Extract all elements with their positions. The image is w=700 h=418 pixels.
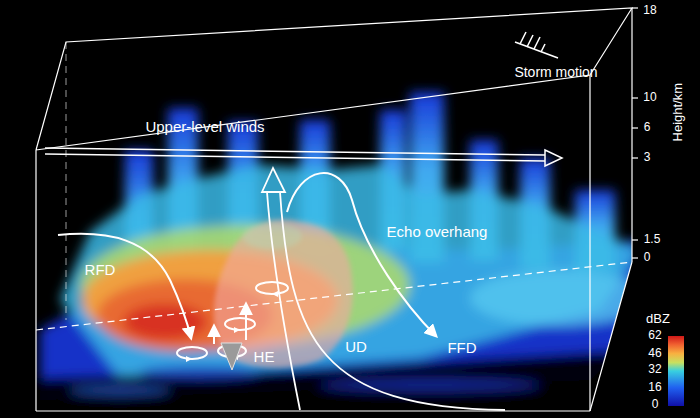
box-edge [589, 75, 590, 411]
barb-flag [527, 35, 533, 47]
echo-core [123, 304, 207, 340]
echo-low [320, 379, 540, 391]
axis-tick [632, 7, 638, 8]
barb-flag [520, 32, 526, 44]
box-edge [36, 410, 590, 411]
arrow-head [545, 150, 562, 166]
barb-flag [541, 44, 545, 52]
updraft-line [267, 192, 300, 410]
axis-tick [632, 97, 638, 98]
feature-label: HE [254, 349, 275, 366]
axis-value: 6 [644, 121, 651, 134]
box-hidden-edge [36, 262, 632, 330]
ground-shadow [40, 350, 640, 418]
rotation-head [272, 291, 278, 297]
rotation-ring [225, 318, 255, 330]
axis-title: Height/km [671, 83, 685, 142]
rotation-ring [256, 282, 288, 294]
feature-label: RFD [85, 262, 116, 279]
ffd-arrow [287, 173, 436, 336]
arrow-shaft [45, 148, 545, 155]
feature-label: FFD [447, 340, 476, 357]
tornado-symbol [221, 343, 242, 370]
feature-label: UD [345, 339, 367, 356]
vertical-motion-arrow [213, 326, 215, 344]
axis-tick [632, 157, 638, 158]
echo-low [70, 385, 170, 395]
colorbar-value: 0 [652, 398, 659, 411]
echo-low [140, 366, 260, 378]
colorbar-value: 46 [648, 347, 661, 360]
axis-value: 3 [644, 151, 651, 164]
colorbar-value: 16 [648, 381, 661, 394]
rotation-head [234, 327, 240, 333]
updraft-head [262, 168, 285, 192]
axis-tick [632, 127, 638, 128]
arrow-shaft [45, 154, 545, 161]
box-edge [35, 150, 36, 411]
reflectivity-blur [40, 92, 650, 418]
axis-value: 18 [643, 4, 656, 17]
axis-value: 1.5 [644, 233, 661, 246]
storm-motion-label: Storm motion [514, 65, 597, 80]
box-edge [631, 8, 632, 262]
updraft-arrow [262, 168, 505, 410]
volume-box [36, 8, 638, 411]
axis-value: 0 [644, 251, 651, 264]
reflectivity-field [40, 92, 650, 418]
colorbar-value: 32 [648, 363, 661, 376]
rotation-head [186, 356, 192, 362]
barb-flag [534, 37, 540, 49]
wind-label: Upper-level winds [145, 119, 264, 136]
feature-label: Echo overhang [387, 224, 488, 241]
rotation-ring [177, 347, 207, 359]
echo-anvil [470, 270, 650, 326]
updraft-line [280, 192, 505, 410]
rfd-arrow [58, 234, 191, 338]
box-edge [590, 262, 632, 411]
axis-tick [632, 239, 638, 240]
storm-motion-barb [515, 32, 558, 58]
colorbar-title: dBZ [646, 312, 670, 326]
colorbar-value: 62 [648, 329, 661, 342]
box-hidden-edge [65, 42, 66, 320]
upper-wind-arrow [45, 148, 562, 166]
axis-tick [632, 257, 638, 258]
axis-value: 10 [643, 91, 656, 104]
vertical-motion-arrow [245, 304, 247, 340]
colorbar [668, 336, 684, 406]
box-top [36, 8, 632, 150]
